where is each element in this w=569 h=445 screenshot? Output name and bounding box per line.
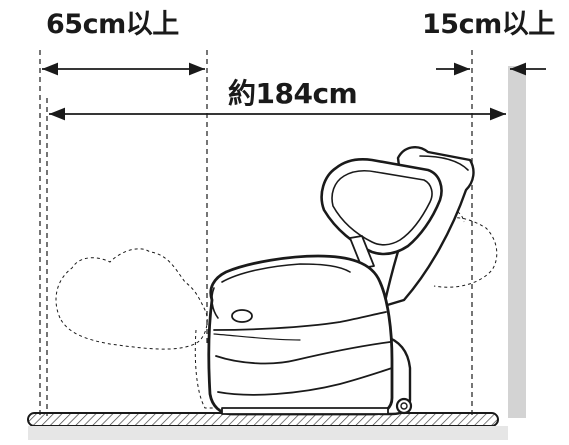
rear-clearance-label: 15cm以上 — [422, 9, 555, 40]
dimension-arrows — [42, 62, 546, 121]
front-clearance-label: 65cm以上 — [46, 9, 179, 40]
wall — [508, 66, 526, 418]
floor-base — [28, 426, 508, 440]
massage-chair-icon — [207, 146, 475, 416]
total-length-label: 約184cm — [228, 77, 358, 110]
guide-lines — [39, 50, 473, 416]
